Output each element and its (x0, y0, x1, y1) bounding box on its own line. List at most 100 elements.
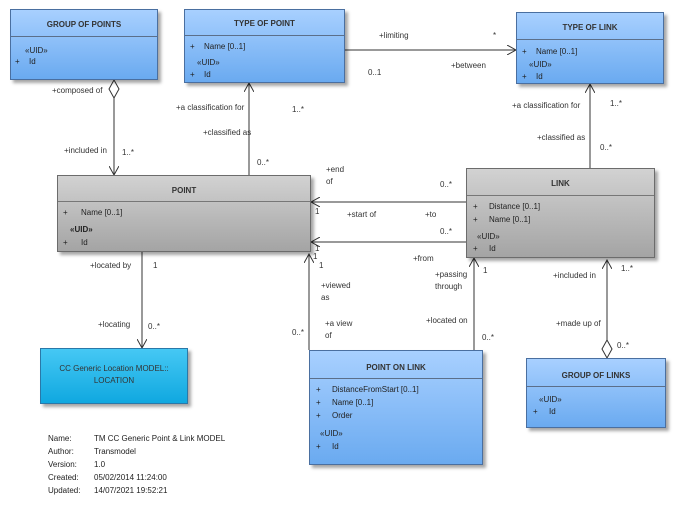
attribute-id: Id (536, 72, 543, 81)
attribute-id: Id (29, 57, 36, 66)
role-label-classified-as: +classified as (203, 128, 252, 137)
uid-stereotype: «UID» (477, 232, 500, 241)
role-label-line: +a view (325, 319, 353, 328)
class-title: LOCATION (93, 376, 135, 385)
visibility-public: + (63, 208, 68, 217)
uid-stereotype: «UID» (70, 225, 93, 234)
multiplicity-label: 0..* (482, 333, 495, 342)
meta-name: TM CC Generic Point & Link MODEL (94, 434, 226, 443)
attribute-name: Name [0..1] (81, 208, 123, 217)
role-label-limiting: +limiting (379, 31, 409, 40)
class-title: GROUP OF LINKS (561, 371, 631, 380)
role-label-line: of (325, 331, 332, 340)
attribute-id: Id (204, 70, 211, 79)
role-label-end-of: +end of (326, 165, 344, 187)
attribute-name: Name [0..1] (204, 42, 246, 51)
meta-updated: 14/07/2021 19:52:21 (94, 486, 168, 495)
class-group-of-links[interactable]: GROUP OF LINKS «UID» +Id (526, 358, 666, 428)
meta-key: Name: (48, 434, 72, 443)
role-label-to: +to (425, 210, 437, 219)
role-label-classified-as: +classified as (537, 133, 586, 142)
attribute-id: Id (332, 442, 339, 451)
visibility-public: + (190, 70, 195, 79)
class-point-on-link[interactable]: POINT ON LINK +DistanceFromStart [0..1] … (309, 350, 483, 465)
multiplicity-label: 1 (319, 261, 324, 270)
role-label-located-on: +located on (426, 316, 468, 325)
attribute-name: Name [0..1] (489, 215, 531, 224)
composition-diamond-points (108, 78, 120, 100)
role-label-included-in: +included in (553, 271, 596, 280)
class-title: TYPE OF LINK (562, 23, 618, 32)
role-label-made-up-of: +made up of (556, 319, 601, 328)
role-label-line: +passing (435, 270, 468, 279)
multiplicity-label: 0..* (600, 143, 613, 152)
role-label-between: +between (451, 61, 486, 70)
visibility-public: + (63, 238, 68, 247)
multiplicity-label: 1..* (122, 148, 135, 157)
meta-key: Author: (48, 447, 74, 456)
attribute-distance: Distance [0..1] (489, 202, 541, 211)
visibility-public: + (522, 47, 527, 56)
visibility-public: + (473, 244, 478, 253)
uid-stereotype: «UID» (25, 46, 48, 55)
role-label-composed-of: +composed of (52, 86, 103, 95)
meta-author: Transmodel (94, 447, 136, 456)
visibility-public: + (473, 215, 478, 224)
role-label-viewed-as: +viewed as (321, 281, 351, 303)
class-point[interactable]: POINT + Name [0..1] «UID» + Id (57, 175, 311, 252)
class-link[interactable]: LINK + Distance [0..1] + Name [0..1] «UID»… (466, 168, 655, 258)
multiplicity-label: 1 (153, 261, 158, 270)
class-title: POINT ON LINK (366, 363, 426, 372)
role-label-a-classification-for: +a classification for (512, 101, 581, 110)
role-label-line: +end (326, 165, 345, 174)
class-title: GROUP OF POINTS (46, 20, 122, 29)
role-label-located-by: +located by (90, 261, 132, 270)
visibility-public: + (316, 411, 321, 420)
multiplicity-label: 0..* (257, 158, 270, 167)
composition-diamond-links (601, 338, 613, 360)
class-title-package: CC Generic Location MODEL:: (59, 364, 169, 373)
visibility-public: + (533, 407, 538, 416)
visibility-public: + (316, 442, 321, 451)
uid-stereotype: «UID» (529, 60, 552, 69)
visibility-public: + (316, 398, 321, 407)
multiplicity-label: 0..* (440, 227, 453, 236)
meta-created: 05/02/2014 11:24:00 (94, 473, 167, 482)
role-label-line: of (326, 177, 333, 186)
visibility-public: + (473, 202, 478, 211)
class-location[interactable]: CC Generic Location MODEL:: LOCATION (40, 348, 188, 404)
class-group-of-points[interactable]: GROUP OF POINTS «UID» + Id (10, 9, 158, 80)
multiplicity-label: 0..* (617, 341, 630, 350)
attribute-id: Id (81, 238, 88, 247)
role-label-from: +from (413, 254, 434, 263)
visibility-public: + (190, 42, 195, 51)
attribute-name: Name [0..1] (536, 47, 578, 56)
visibility-public: + (522, 72, 527, 81)
role-label-locating: +locating (98, 320, 131, 329)
role-label-start-of: +start of (347, 210, 377, 219)
class-type-of-point[interactable]: TYPE OF POINT +Name [0..1] «UID» +Id (184, 9, 345, 83)
multiplicity-label: * (493, 31, 497, 40)
attribute-name: Name [0..1] (332, 398, 374, 407)
role-label-line: through (435, 282, 463, 291)
attribute-id: Id (489, 244, 496, 253)
multiplicity-label: 1 (315, 207, 320, 216)
multiplicity-label: 1 (483, 266, 488, 275)
role-label-a-view-of: +a view of (325, 319, 352, 341)
diagram-metadata: Name: TM CC Generic Point & Link MODEL Au… (48, 432, 225, 497)
class-type-of-link[interactable]: TYPE OF LINK + Name [0..1] «UID» + Id (516, 12, 664, 84)
role-label-passing-through: +passing through (435, 270, 467, 292)
multiplicity-label: 0..* (292, 328, 305, 337)
meta-version: 1.0 (94, 460, 106, 469)
role-label-a-classification-for: +a classification for (176, 103, 245, 112)
meta-key: Version: (48, 460, 77, 469)
multiplicity-label: 1 (315, 244, 320, 253)
visibility-public: + (316, 385, 321, 394)
attribute-id: Id (549, 407, 556, 416)
visibility-public: + (15, 57, 20, 66)
attribute-order: Order (332, 411, 353, 420)
class-title: POINT (171, 186, 197, 195)
class-title: LINK (551, 179, 570, 188)
attribute-distance-from-start: DistanceFromStart [0..1] (332, 385, 419, 394)
